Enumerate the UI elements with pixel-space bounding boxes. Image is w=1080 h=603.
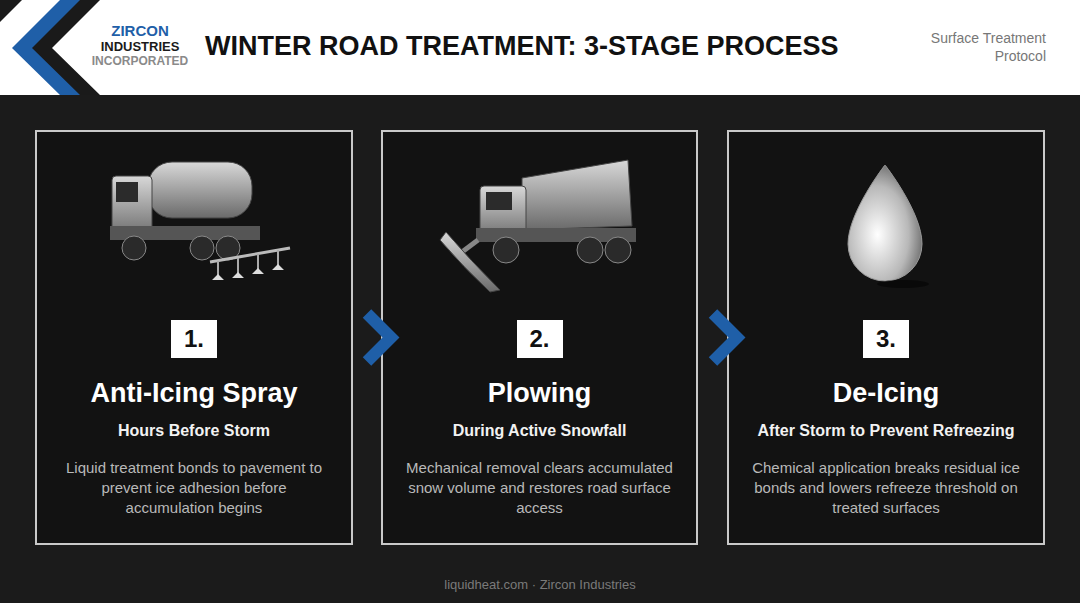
step-description: Chemical application breaks residual ice… xyxy=(751,458,1021,518)
logo-chevron xyxy=(32,0,100,95)
dark-background xyxy=(0,95,1080,603)
process-panel: 2. PlowingDuring Active SnowfallMechanica… xyxy=(381,130,698,545)
header-band xyxy=(0,0,1080,95)
step-timing: After Storm to Prevent Refreezing xyxy=(729,422,1043,440)
logo-chevron xyxy=(12,0,84,95)
step-description: Liquid treatment bonds to pavement to pr… xyxy=(59,458,329,518)
step-heading: Anti-Icing Spray xyxy=(37,378,351,409)
diagram-title: WINTER ROAD TREATMENT: 3-STAGE PROCESS xyxy=(205,31,839,62)
logo-corner xyxy=(0,0,22,22)
logo-base xyxy=(0,0,88,95)
step-description: Mechanical removal clears accumulated sn… xyxy=(405,458,674,518)
process-panel: 3. De-IcingAfter Storm to Prevent Refreez… xyxy=(727,130,1045,545)
process-panel: 1. Anti-Icing SprayHours Before StormLiqu… xyxy=(35,130,353,545)
step-timing: During Active Snowfall xyxy=(383,422,696,440)
step-number: 3. xyxy=(863,320,909,358)
step-number: 1. xyxy=(171,320,217,358)
logo-text: INCORPORATED xyxy=(84,54,196,69)
step-number: 2. xyxy=(517,320,563,358)
step-timing: Hours Before Storm xyxy=(37,422,351,440)
logo-text: ZIRCON xyxy=(92,22,188,41)
step-heading: De-Icing xyxy=(729,378,1043,409)
footer-label: liquidheat.com · Zircon Industries xyxy=(0,577,1080,593)
logo-text: INDUSTRIES xyxy=(88,39,192,55)
subtitle-label: Surface Treatment Protocol xyxy=(906,30,1046,65)
step-heading: Plowing xyxy=(383,378,696,409)
